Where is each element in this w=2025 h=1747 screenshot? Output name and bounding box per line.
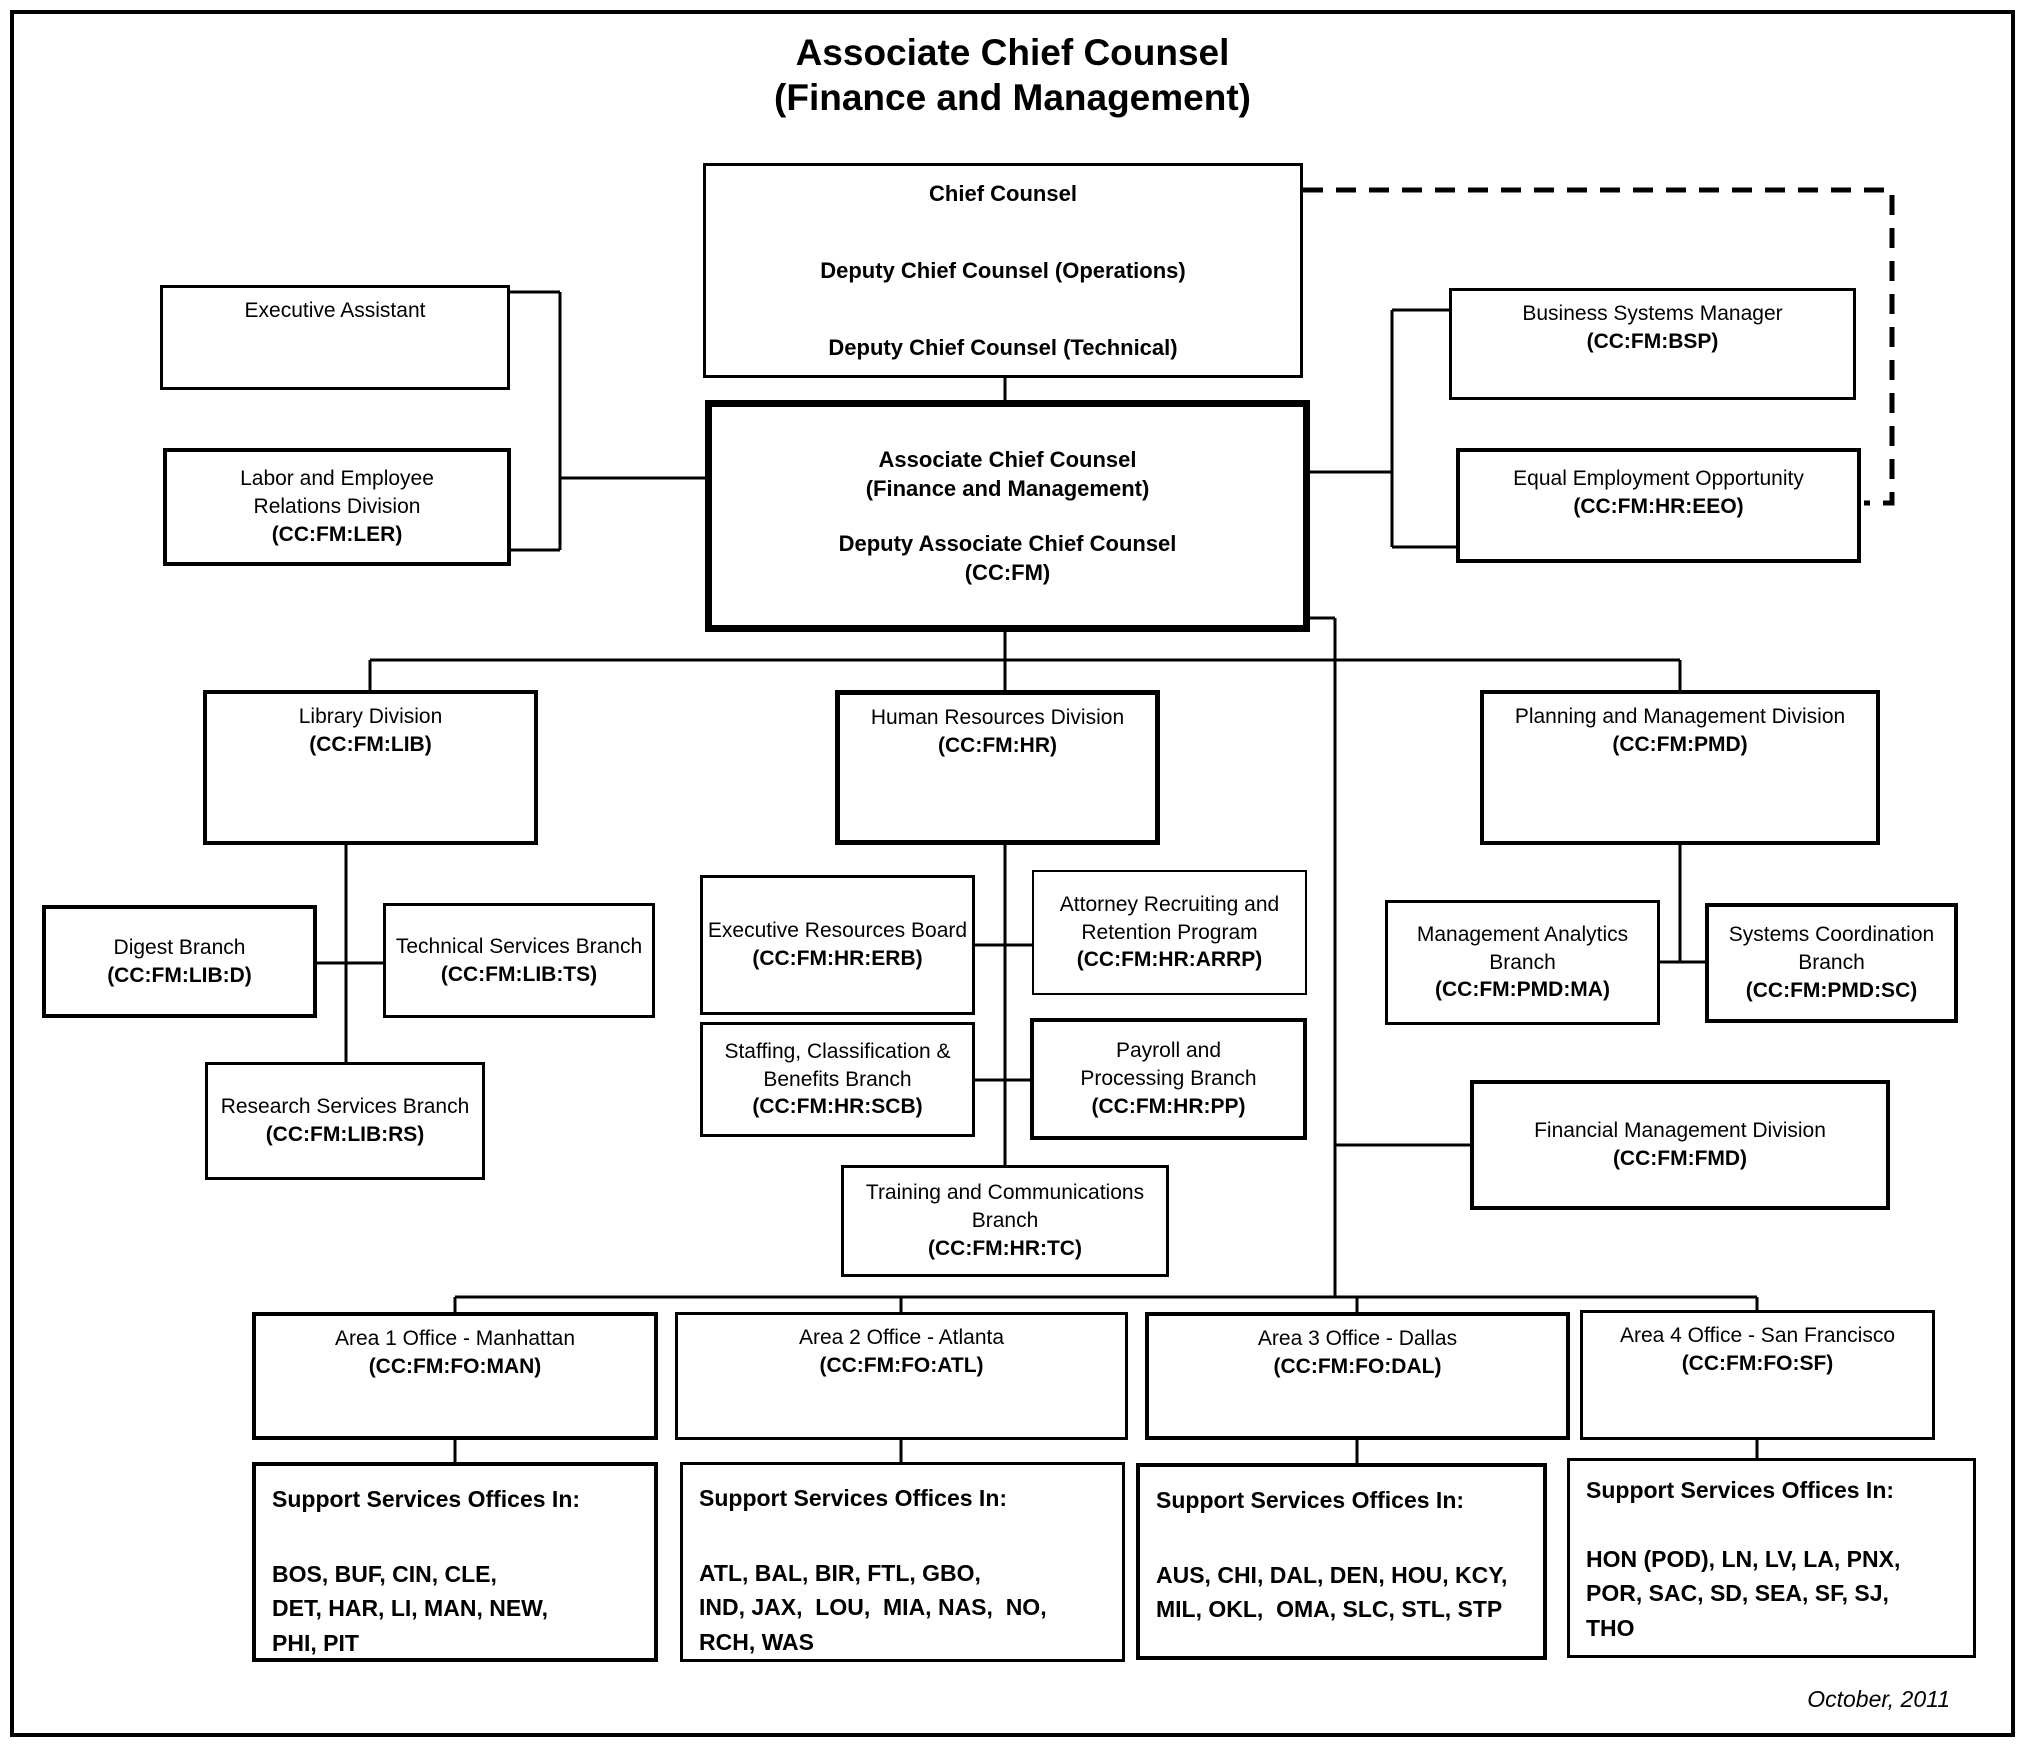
org-unit-code: (CC:FM:LIB:TS) — [440, 962, 598, 986]
org-unit-code: (CC:FM:LIB) — [309, 732, 432, 756]
box-digest-branch: Digest Branch (CC:FM:LIB:D) — [42, 905, 317, 1018]
box-research-services-branch: Research Services Branch (CC:FM:LIB:RS) — [205, 1062, 485, 1180]
box-financial-management-division: Financial Management Division (CC:FM:FMD… — [1470, 1080, 1890, 1210]
org-unit-code: (CC:FM:FMD) — [1612, 1147, 1748, 1170]
org-unit-code: (CC:FM:HR:ERB) — [752, 947, 923, 970]
org-unit-name: Technical Services Branch — [395, 934, 643, 958]
box-payroll-processing-branch: Payroll and Processing Branch (CC:FM:HR:… — [1030, 1018, 1307, 1140]
box-business-systems-manager: Business Systems Manager (CC:FM:BSP) — [1449, 288, 1856, 400]
org-unit-name: Area 1 Office - Manhattan — [334, 1327, 576, 1350]
org-unit-name: Executive Resources Board — [707, 919, 968, 943]
org-unit-code: (CC:FM:LIB:D) — [107, 963, 252, 987]
box-chief-counsel: Chief Counsel Deputy Chief Counsel (Oper… — [703, 163, 1303, 378]
chart-title-line-1: Associate Chief Counsel — [795, 32, 1230, 73]
org-unit-code: (CC:FM:HR:TC) — [928, 1236, 1082, 1260]
org-unit-name: Planning and Management Division — [1514, 705, 1846, 728]
box-area-4-office-san-francisco: Area 4 Office - San Francisco (CC:FM:FO:… — [1580, 1310, 1935, 1440]
org-unit-name: Systems Coordination Branch — [1728, 923, 1935, 975]
support-offices-heading: Support Services Offices In: — [272, 1486, 581, 1512]
support-offices-line: THO — [1586, 1614, 1635, 1641]
org-unit-name: Training and Communications Branch — [865, 1181, 1145, 1233]
acc-line-1: Associate Chief Counsel — [878, 446, 1137, 472]
box-associate-chief-counsel-finance-management: Associate Chief Counsel (Finance and Man… — [705, 400, 1310, 632]
box-technical-services-branch: Technical Services Branch (CC:FM:LIB:TS) — [383, 903, 655, 1018]
box-human-resources-division: Human Resources Division (CC:FM:HR) — [835, 690, 1160, 845]
org-unit-code: (CC:FM:HR:ARRP) — [1076, 948, 1263, 972]
support-offices-line: RCH, WAS — [699, 1628, 814, 1655]
chief-counsel-line-1: Chief Counsel — [929, 181, 1077, 206]
org-unit-code: (CC:FM:LER) — [271, 522, 403, 546]
box-planning-management-division: Planning and Management Division (CC:FM:… — [1480, 690, 1880, 845]
org-unit-name: Digest Branch — [113, 935, 246, 959]
org-unit-name: Financial Management Division — [1534, 1119, 1826, 1143]
box-area-3-office-dallas: Area 3 Office - Dallas (CC:FM:FO:DAL) — [1145, 1312, 1570, 1440]
org-unit-code: (CC:FM:LIB:RS) — [265, 1123, 425, 1146]
support-offices-box-area3: Support Services Offices In: AUS, CHI, D… — [1136, 1463, 1547, 1660]
chart-title: Associate Chief Counsel (Finance and Man… — [0, 30, 2025, 120]
box-attorney-recruiting-retention-program: Attorney Recruiting and Retention Progra… — [1032, 870, 1307, 995]
support-offices-line: BOS, BUF, CIN, CLE, — [272, 1560, 497, 1587]
org-unit-code: (CC:FM:HR:EEO) — [1573, 494, 1744, 518]
org-unit-name: Area 2 Office - Atlanta — [798, 1326, 1005, 1349]
box-systems-coordination-branch: Systems Coordination Branch (CC:FM:PMD:S… — [1705, 903, 1958, 1023]
box-training-communications-branch: Training and Communications Branch (CC:F… — [841, 1165, 1169, 1277]
support-offices-line: MIL, OKL, OMA, SLC, STL, STP — [1156, 1596, 1503, 1622]
org-unit-name: Payroll and Processing Branch — [1080, 1039, 1257, 1091]
chief-counsel-line-2: Deputy Chief Counsel (Operations) — [820, 257, 1186, 283]
acc-line-3: Deputy Associate Chief Counsel — [838, 531, 1177, 556]
org-unit-code: (CC:FM:PMD:MA) — [1435, 978, 1610, 1002]
org-unit-code: (CC:FM:HR) — [938, 733, 1057, 757]
box-staffing-classification-benefits-branch: Staffing, Classification & Benefits Bran… — [700, 1022, 975, 1137]
org-unit-name: Labor and Employee Relations Division — [240, 467, 434, 519]
org-unit-name: Equal Employment Opportunity — [1513, 467, 1804, 490]
box-area-2-office-atlanta: Area 2 Office - Atlanta (CC:FM:FO:ATL) — [675, 1312, 1128, 1440]
org-unit-code: (CC:FM:HR:PP) — [1091, 1094, 1246, 1118]
org-unit-code: (CC:FM:FO:MAN) — [368, 1354, 542, 1378]
org-unit-name: Library Division — [298, 705, 443, 728]
support-offices-box-area2: Support Services Offices In: ATL, BAL, B… — [680, 1462, 1125, 1662]
date-note: October, 2011 — [1807, 1686, 1950, 1712]
box-area-1-office-manhattan: Area 1 Office - Manhattan (CC:FM:FO:MAN) — [252, 1312, 658, 1440]
org-unit-name: Management Analytics Branch — [1416, 922, 1629, 974]
support-offices-line: PHI, PIT — [272, 1629, 359, 1656]
org-unit-name: Research Services Branch — [220, 1095, 470, 1119]
support-offices-heading: Support Services Offices In: — [699, 1485, 1008, 1511]
support-offices-line: POR, SAC, SD, SEA, SF, SJ, — [1586, 1580, 1889, 1606]
box-library-division: Library Division (CC:FM:LIB) — [203, 690, 538, 845]
support-offices-heading: Support Services Offices In: — [1156, 1487, 1465, 1513]
chart-title-line-2: (Finance and Management) — [774, 77, 1251, 119]
org-unit-name: Attorney Recruiting and Retention Progra… — [1059, 892, 1280, 944]
box-management-analytics-branch: Management Analytics Branch (CC:FM:PMD:M… — [1385, 900, 1660, 1025]
support-offices-line: ATL, BAL, BIR, FTL, GBO, — [699, 1559, 981, 1586]
box-labor-employee-relations-division: Labor and Employee Relations Division (C… — [163, 448, 511, 566]
box-executive-assistant: Executive Assistant — [160, 285, 510, 390]
org-unit-name: Business Systems Manager — [1522, 302, 1783, 325]
support-offices-box-area1: Support Services Offices In: BOS, BUF, C… — [252, 1462, 658, 1662]
support-offices-line: IND, JAX, LOU, MIA, NAS, NO, — [699, 1594, 1047, 1620]
support-offices-heading: Support Services Offices In: — [1586, 1477, 1895, 1503]
org-unit-code: (CC:FM:HR:SCB) — [752, 1095, 923, 1119]
support-offices-line: AUS, CHI, DAL, DEN, HOU, KCY, — [1156, 1561, 1508, 1588]
org-unit-name: Human Resources Division — [870, 706, 1125, 729]
page-border — [10, 10, 2015, 1737]
box-executive-resources-board: Executive Resources Board (CC:FM:HR:ERB) — [700, 875, 975, 1015]
org-unit-name: Area 4 Office - San Francisco — [1619, 1324, 1896, 1347]
org-unit-code: (CC:FM:PMD) — [1612, 732, 1748, 756]
support-offices-line: HON (POD), LN, LV, LA, PNX, — [1586, 1545, 1901, 1572]
org-unit-code: (CC:FM:FO:SF) — [1681, 1351, 1834, 1375]
acc-line-4: (CC:FM) — [964, 560, 1051, 586]
org-unit-code: (CC:FM:BSP) — [1586, 329, 1719, 353]
org-unit-code: (CC:FM:FO:ATL) — [819, 1353, 984, 1377]
support-offices-line: DET, HAR, LI, MAN, NEW, — [272, 1595, 548, 1621]
org-unit-name: Staffing, Classification & Benefits Bran… — [724, 1039, 951, 1091]
support-offices-box-area4: Support Services Offices In: HON (POD), … — [1567, 1458, 1976, 1658]
org-unit-code: (CC:FM:PMD:SC) — [1745, 978, 1918, 1002]
box-equal-employment-opportunity: Equal Employment Opportunity (CC:FM:HR:E… — [1456, 448, 1861, 563]
acc-line-2: (Finance and Management) — [865, 475, 1150, 501]
org-unit-code: (CC:FM:FO:DAL) — [1273, 1354, 1442, 1378]
chief-counsel-line-3: Deputy Chief Counsel (Technical) — [828, 334, 1178, 360]
org-unit-name: Executive Assistant — [244, 299, 426, 322]
org-unit-name: Area 3 Office - Dallas — [1257, 1327, 1458, 1350]
